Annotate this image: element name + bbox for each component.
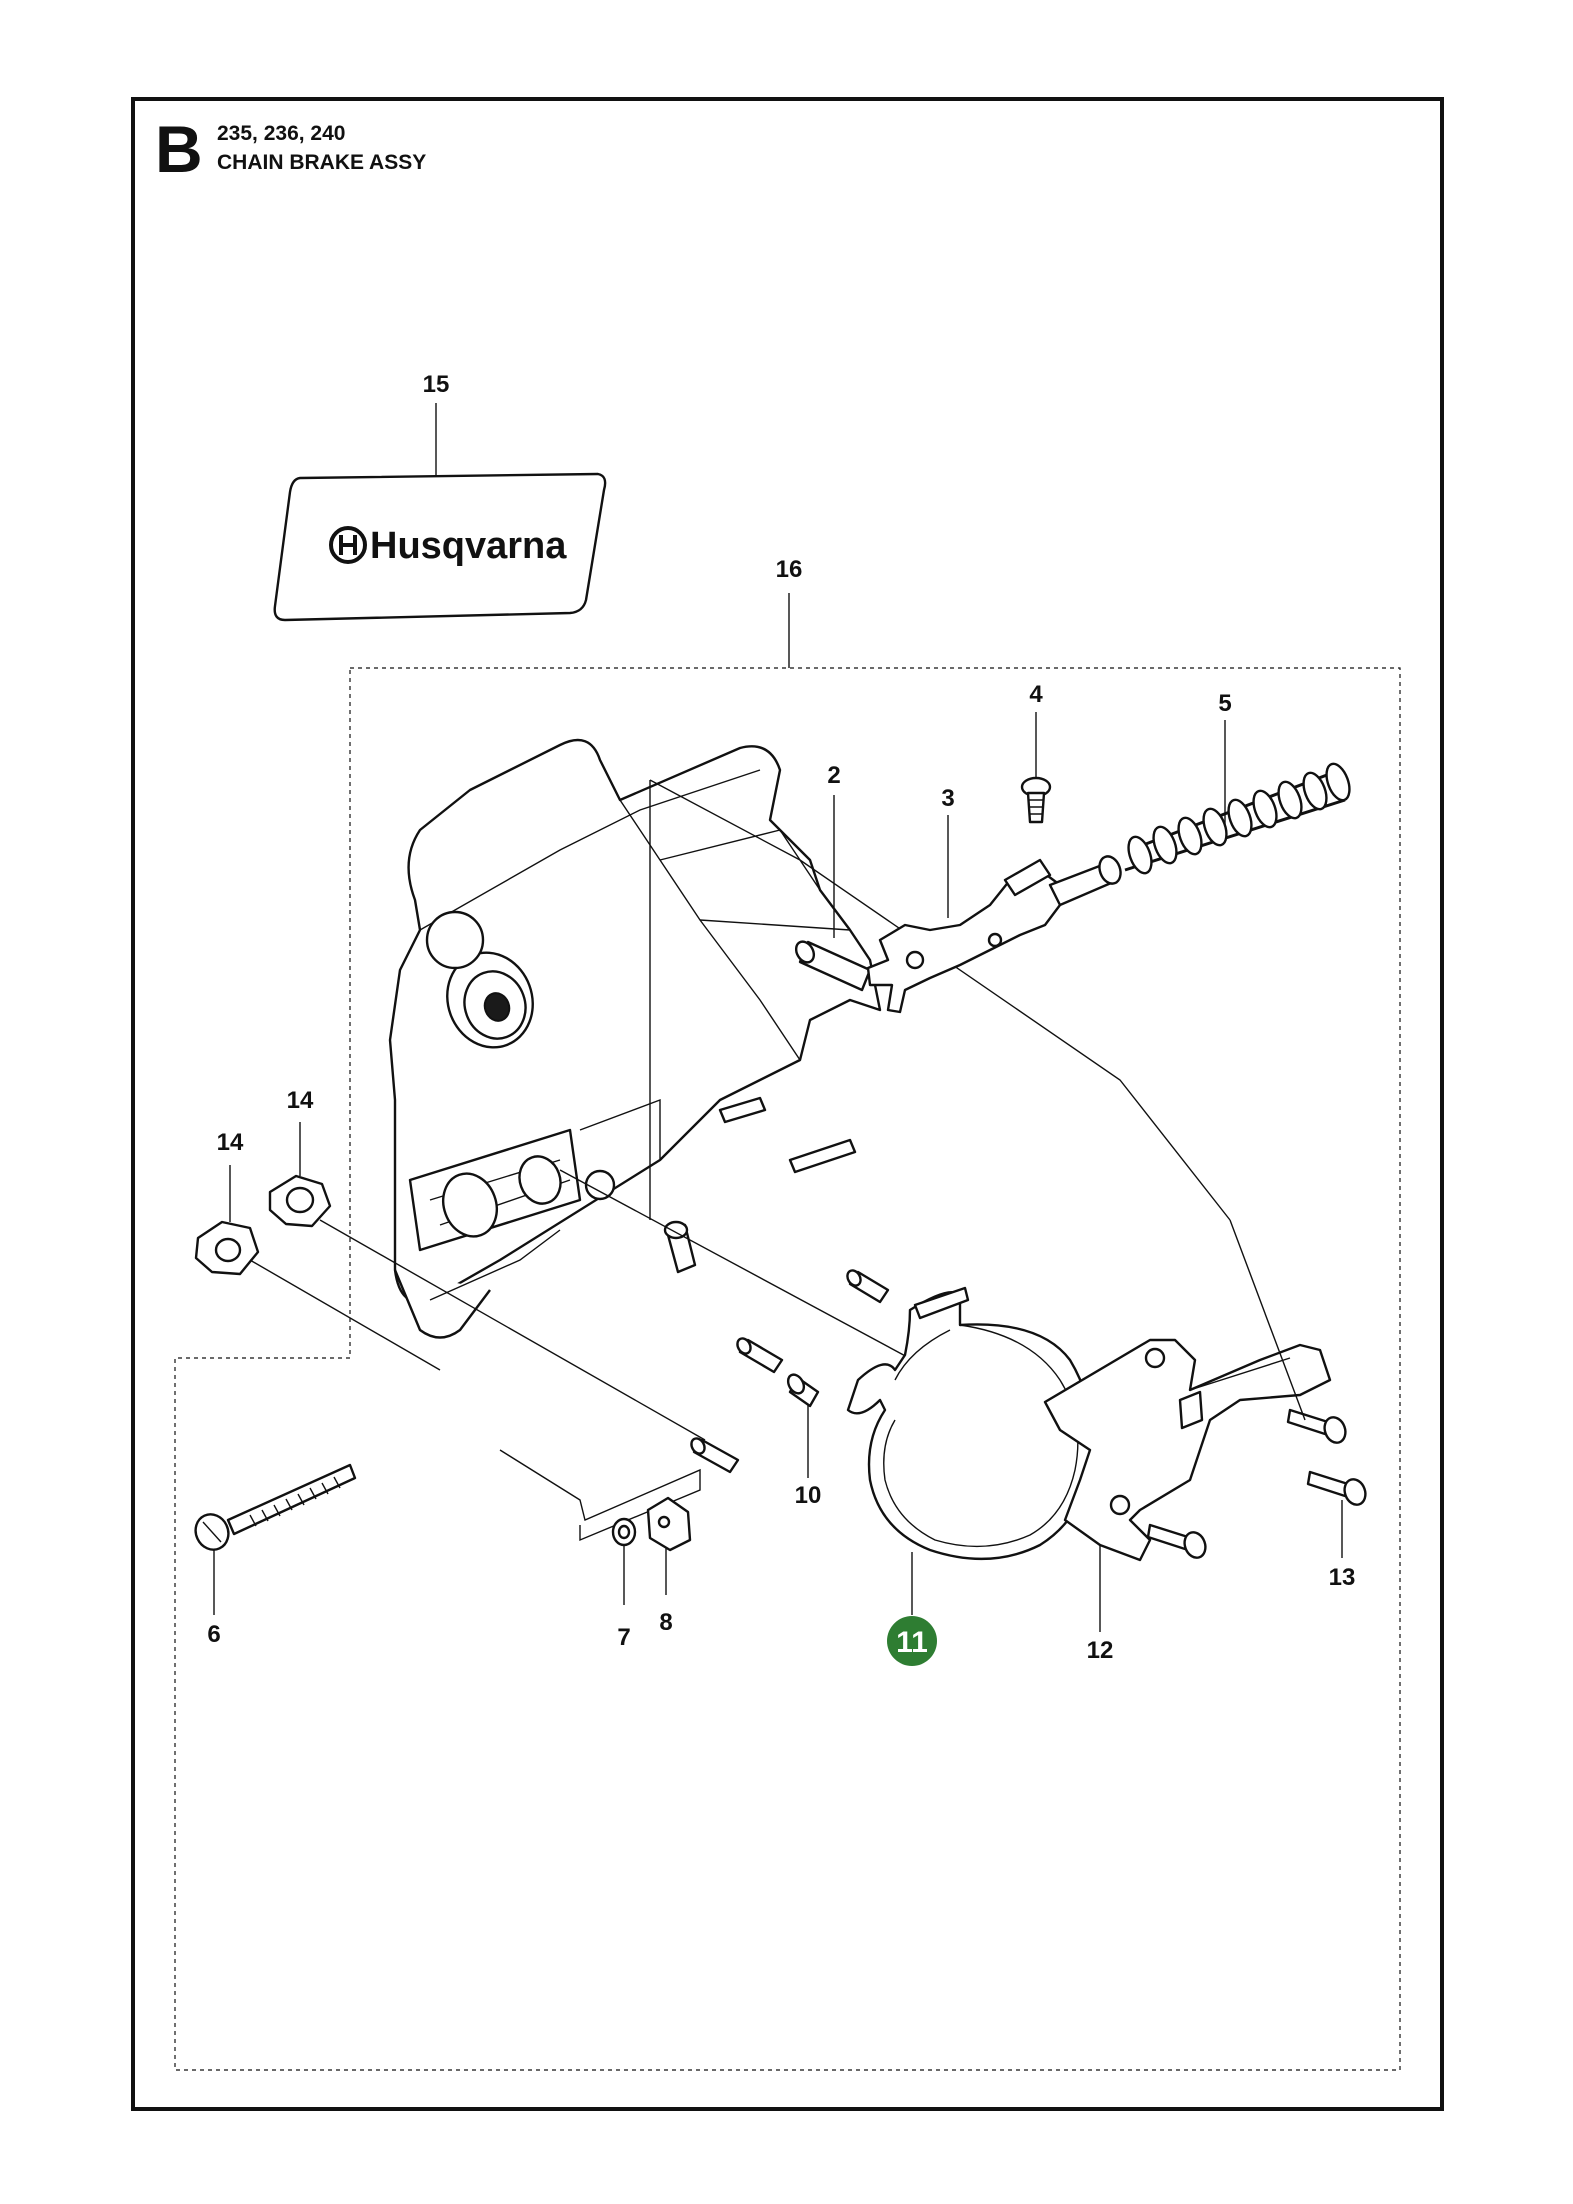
nut-14-right <box>268 1174 332 1228</box>
pin-10 <box>786 1373 820 1408</box>
callout-15: 15 <box>423 371 450 398</box>
guide-line-b <box>649 779 1231 1221</box>
cover-12 <box>1043 1338 1332 1562</box>
housing-pin-lower <box>690 1437 740 1474</box>
housing-pin-mid <box>736 1337 784 1374</box>
callout-2: 2 <box>827 762 840 789</box>
decal-15: Husqvarna <box>273 472 607 622</box>
callout-10: 10 <box>795 1482 822 1509</box>
clip-8 <box>646 1496 692 1552</box>
husqvarna-logo-icon <box>329 526 367 564</box>
pin-2 <box>794 940 872 992</box>
callout-3: 3 <box>941 785 954 812</box>
lever-3 <box>866 855 1122 1014</box>
nut-14-left <box>194 1220 260 1276</box>
callout-13: 13 <box>1329 1564 1356 1591</box>
assembly-16-boundary <box>174 667 1401 2071</box>
brake-band-11 <box>846 1286 1094 1561</box>
logo-text: Husqvarna <box>370 525 567 567</box>
highlight-badge <box>887 1616 937 1666</box>
page-frame <box>131 97 1444 2111</box>
callout-5: 5 <box>1218 690 1231 717</box>
assembly-title: CHAIN BRAKE ASSY <box>217 151 426 174</box>
screw-13-c <box>1146 1523 1207 1559</box>
callout-4: 4 <box>1029 681 1043 708</box>
screw-13-a <box>1286 1408 1347 1444</box>
guide-line-14-left <box>249 1259 441 1371</box>
callout-11: 11 <box>896 1626 928 1659</box>
guide-line-14-right <box>319 1219 706 1441</box>
guide-line-7-8 <box>499 1449 701 1542</box>
section-letter: B <box>155 112 203 186</box>
housing-pin-upper <box>846 1269 890 1304</box>
screw-13-b <box>1306 1470 1367 1506</box>
guide-line-13 <box>1229 1219 1306 1421</box>
callout-14-right: 14 <box>287 1087 314 1114</box>
model-numbers: 235, 236, 240 <box>217 122 345 145</box>
callout-6: 6 <box>207 1621 220 1648</box>
screw-4 <box>1020 776 1052 824</box>
washer-7 <box>611 1517 637 1547</box>
callout-7: 7 <box>617 1624 630 1651</box>
callout-12: 12 <box>1087 1637 1114 1664</box>
callout-14-left: 14 <box>217 1129 244 1156</box>
spring-5 <box>1124 762 1351 875</box>
brake-housing <box>388 738 882 1339</box>
bolt-6 <box>194 1463 357 1551</box>
callout-8: 8 <box>659 1609 672 1636</box>
callout-16: 16 <box>776 556 803 583</box>
